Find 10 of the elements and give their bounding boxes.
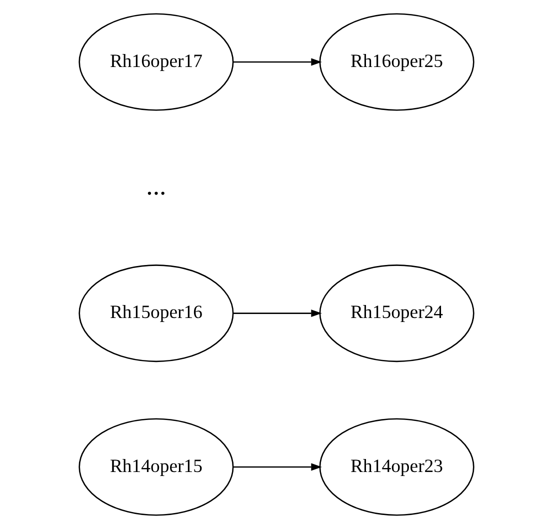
node-ellipse: Rh16oper25	[318, 13, 474, 111]
arrow	[232, 58, 322, 66]
node-ellipse: Rh14oper23	[318, 418, 474, 516]
arrow	[232, 310, 322, 318]
arrow	[232, 463, 322, 471]
node-ellipse: Rh14oper15	[78, 418, 234, 516]
label: ...	[146, 170, 166, 200]
node-ellipse: Rh15oper16	[78, 264, 234, 362]
node-ellipse: Rh16oper17	[78, 13, 234, 111]
node-ellipse: Rh15oper24	[318, 264, 474, 362]
